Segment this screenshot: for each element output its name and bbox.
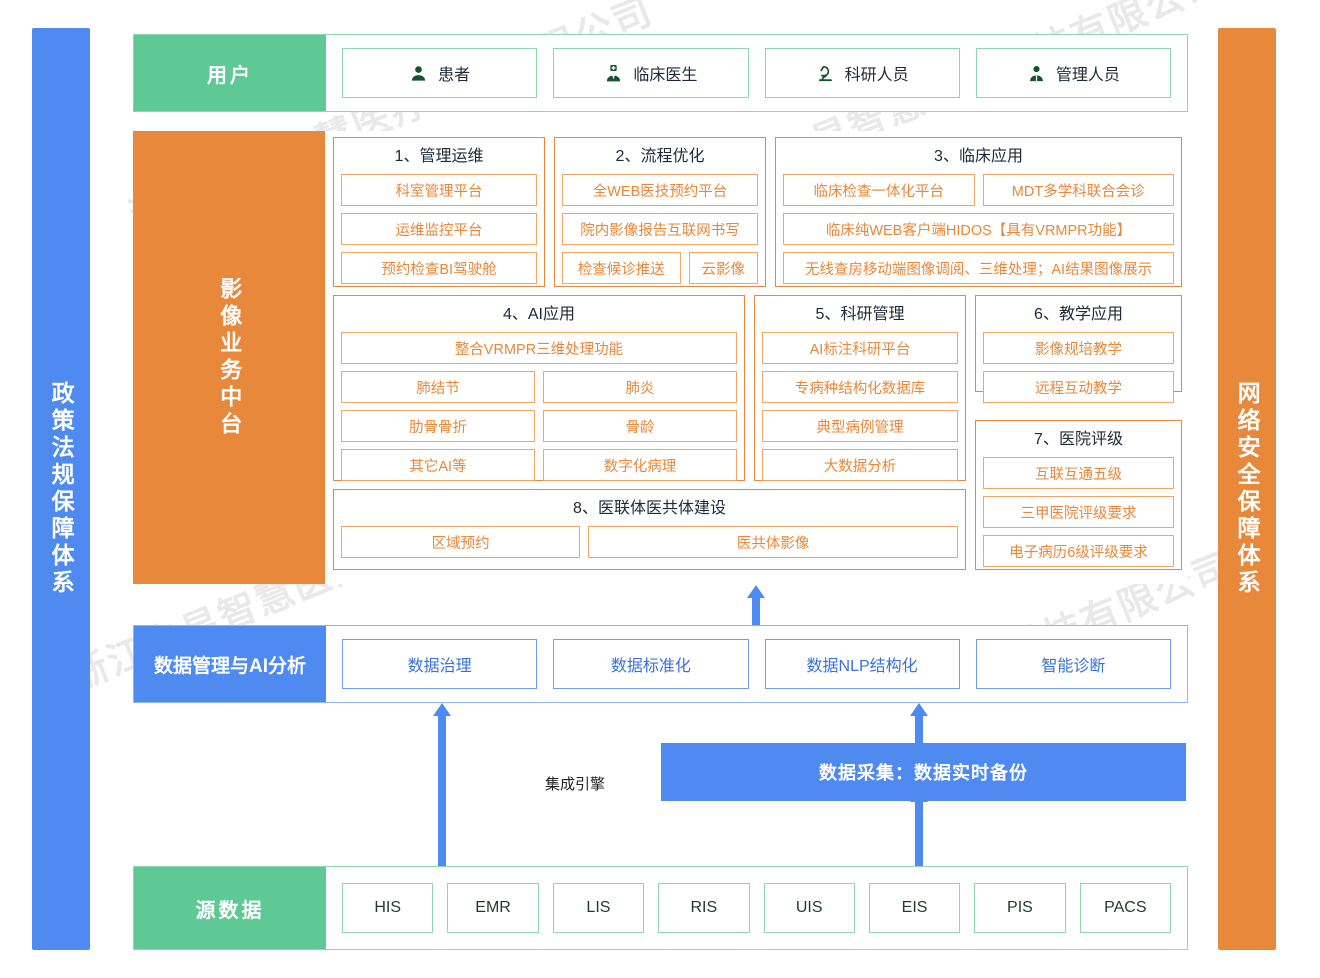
platform-item[interactable]: 医共体影像 [588,526,958,558]
platform-item[interactable]: 院内影像报告互联网书写 [562,213,758,245]
arrow-source-to-collect [915,801,923,866]
platform-item[interactable]: 预约检查BI驾驶舱 [341,252,537,284]
platform-row-label-text: 影像业务中台 [217,276,243,439]
users-row-body: 患者 临床医生 [326,35,1187,111]
data-management-row-body: 数据治理 数据标准化 数据NLP结构化 智能诊断 [326,626,1187,702]
source-chip-his[interactable]: HIS [342,883,434,933]
platform-item[interactable]: 大数据分析 [762,449,958,481]
platform-item[interactable]: 专病种结构化数据库 [762,371,958,403]
data-chip-nlp[interactable]: 数据NLP结构化 [764,639,960,689]
manager-icon [1027,64,1046,83]
integration-engine-label: 集成引擎 [544,776,605,793]
platform-item[interactable]: 其它AI等 [341,449,535,481]
microscope-icon [816,64,835,83]
group-5-research-management: 5、科研管理 AI标注科研平台 专病种结构化数据库 典型病例管理 大数据分析 [754,295,966,481]
group-title: 4、AI应用 [502,306,576,323]
user-chip-administrator[interactable]: 管理人员 [975,48,1171,98]
policy-regulation-sidebar: 政策法规保障体系 [32,28,90,950]
platform-item[interactable]: 电子病历6级评级要求 [983,535,1174,567]
arrow-up-to-platform [752,597,760,625]
source-chip-ris[interactable]: RIS [658,883,750,933]
group-3-clinical-application: 3、临床应用 临床检查一体化平台 MDT多学科联合会诊 临床纯WEB客户端HID… [775,137,1182,287]
group-2-process-optimization: 2、流程优化 全WEB医技预约平台 院内影像报告互联网书写 检查候诊推送 云影像 [554,137,766,287]
source-data-row-body: HIS EMR LIS RIS UIS EIS PIS PACS [326,867,1187,949]
source-chip-emr[interactable]: EMR [447,883,539,933]
arrow-collect-to-data [915,715,923,743]
platform-item[interactable]: 数字化病理 [543,449,737,481]
platform-item[interactable]: 临床纯WEB客户端HIDOS【具有VRMPR功能】 [783,213,1174,245]
data-collection-bar: 数据采集：数据实时备份 [661,743,1186,801]
platform-item[interactable]: 区域预约 [341,526,581,558]
user-chip-label: 管理人员 [1055,67,1120,84]
user-chip-clinician[interactable]: 临床医生 [553,48,749,98]
platform-item[interactable]: 影像规培教学 [983,332,1174,364]
platform-item[interactable]: 运维监控平台 [341,213,537,245]
data-management-row-label: 数据管理与AI分析 [134,626,326,702]
user-icon [409,64,428,83]
arrow-integration-engine [438,715,446,866]
group-title: 1、管理运维 [394,148,484,165]
data-chip-governance[interactable]: 数据治理 [342,639,538,689]
user-chip-patient[interactable]: 患者 [342,48,538,98]
user-chip-label: 患者 [438,67,471,84]
platform-item[interactable]: 科室管理平台 [341,174,537,206]
group-title: 3、临床应用 [934,148,1023,165]
source-data-row: 源数据 HIS EMR LIS RIS UIS EIS PIS PACS [133,866,1188,950]
policy-regulation-label: 政策法规保障体系 [48,381,75,597]
data-management-row: 数据管理与AI分析 数据治理 数据标准化 数据NLP结构化 智能诊断 [133,625,1188,703]
platform-row: 影像业务中台 1、管理运维 科室管理平台 运维监控平台 预约检查BI驾驶舱 2、… [133,131,1188,584]
group-title: 6、教学应用 [1034,306,1123,323]
user-chip-label: 科研人员 [844,67,909,84]
group-4-ai-application: 4、AI应用 整合VRMPR三维处理功能 肺结节 肺炎 肋骨骨折 骨龄 其它AI… [333,295,745,481]
network-security-label: 网络安全保障体系 [1234,381,1261,597]
platform-row-label: 影像业务中台 [133,131,325,584]
doctor-icon [604,64,623,83]
source-chip-uis[interactable]: UIS [763,883,855,933]
group-1-management-ops: 1、管理运维 科室管理平台 运维监控平台 预约检查BI驾驶舱 [333,137,545,287]
group-title: 5、科研管理 [815,306,905,323]
platform-item[interactable]: MDT多学科联合会诊 [982,174,1174,206]
platform-item[interactable]: 整合VRMPR三维处理功能 [341,332,737,364]
platform-item[interactable]: 远程互动教学 [983,371,1174,403]
platform-item[interactable]: 三甲医院评级要求 [983,496,1174,528]
source-chip-pacs[interactable]: PACS [1079,883,1171,933]
integration-zone: 集成引擎 数据采集：数据实时备份 [133,703,1188,866]
data-chip-diagnosis[interactable]: 智能诊断 [975,639,1171,689]
group-6-teaching-application: 6、教学应用 影像规培教学 远程互动教学 [975,295,1182,403]
group-title: 7、医院评级 [1034,431,1123,448]
user-chip-label: 临床医生 [633,67,698,84]
network-security-sidebar: 网络安全保障体系 [1218,28,1276,950]
platform-item[interactable]: 肋骨骨折 [341,410,535,442]
source-data-row-label: 源数据 [134,867,326,949]
platform-item[interactable]: 无线查房移动端图像调阅、三维处理；AI结果图像展示 [783,252,1174,284]
platform-item[interactable]: 骨龄 [543,410,737,442]
group-7-hospital-rating: 7、医院评级 互联互通五级 三甲医院评级要求 电子病历6级评级要求 [975,420,1182,570]
group-title: 2、流程优化 [615,148,705,165]
platform-item[interactable]: 检查候诊推送 [562,252,681,284]
platform-row-body: 1、管理运维 科室管理平台 运维监控平台 预约检查BI驾驶舱 2、流程优化 全W… [325,131,1188,584]
users-row: 用户 患者 [133,34,1188,112]
platform-item[interactable]: 云影像 [688,252,758,284]
user-chip-researcher[interactable]: 科研人员 [764,48,960,98]
platform-item[interactable]: 全WEB医技预约平台 [562,174,758,206]
platform-item[interactable]: 典型病例管理 [762,410,958,442]
platform-item[interactable]: 肺炎 [543,371,737,403]
platform-item[interactable]: AI标注科研平台 [762,332,958,364]
platform-item[interactable]: 肺结节 [341,371,535,403]
source-chip-pis[interactable]: PIS [974,883,1066,933]
group-8-medical-alliance: 8、医联体医共体建设 区域预约 医共体影像 [333,489,966,570]
data-chip-standardize[interactable]: 数据标准化 [553,639,749,689]
platform-item[interactable]: 临床检查一体化平台 [783,174,975,206]
group-title: 8、医联体医共体建设 [573,500,726,517]
users-row-label: 用户 [134,35,326,111]
source-chip-lis[interactable]: LIS [552,883,645,933]
source-chip-eis[interactable]: EIS [868,883,961,933]
platform-item[interactable]: 互联互通五级 [983,457,1174,489]
